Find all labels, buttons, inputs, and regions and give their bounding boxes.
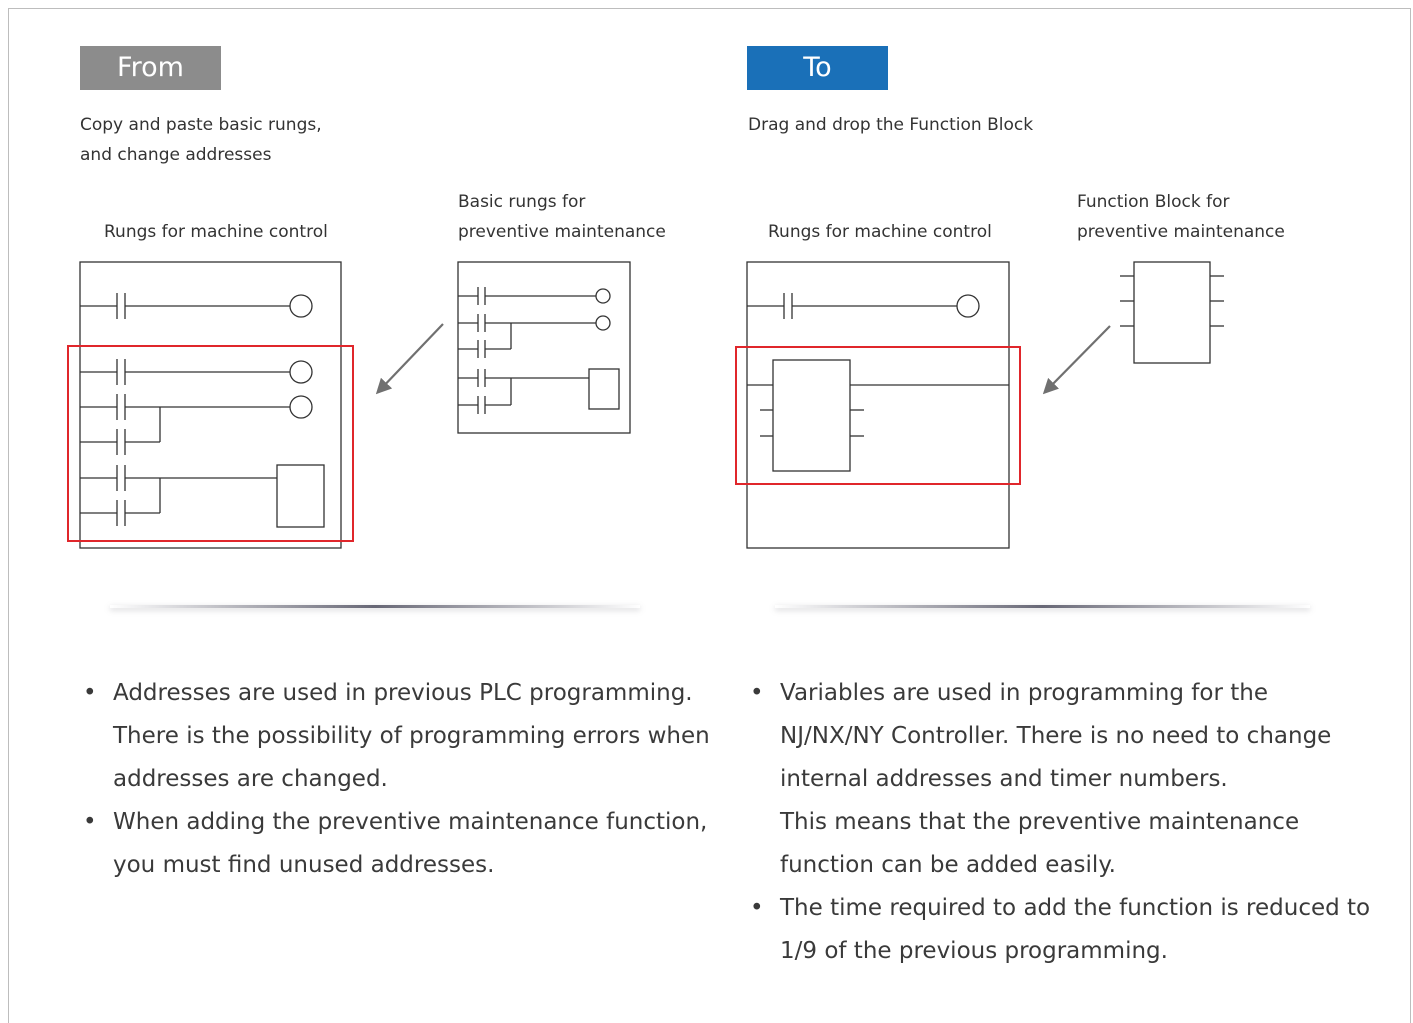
figure-frame xyxy=(8,8,1411,1023)
from-rung-3 xyxy=(80,394,313,455)
to-main-label: Rungs for machine control xyxy=(768,222,992,242)
from-side-label: Basic rungs for preventive maintenance xyxy=(458,187,666,247)
note-line: Variables are used in programming for th… xyxy=(780,680,1268,706)
note-line: 1/9 of the previous programming. xyxy=(780,938,1168,964)
to-rung-1 xyxy=(747,293,980,319)
note-line: internal addresses and timer numbers. xyxy=(780,766,1228,792)
to-drag-arrow xyxy=(1042,325,1111,395)
to-function-block xyxy=(747,359,1009,472)
from-basic-rungs-panel xyxy=(457,261,631,434)
from-separator xyxy=(110,605,640,608)
from-caption: Copy and paste basic rungs, and change a… xyxy=(80,110,322,170)
from-main-label: Rungs for machine control xyxy=(104,222,328,242)
note-line: you must find unused addresses. xyxy=(113,852,495,878)
from-main-panel xyxy=(67,261,354,549)
from-note-1: • Addresses are used in previous PLC pro… xyxy=(83,672,710,801)
from-highlight-box xyxy=(67,345,354,542)
to-function-block-icon xyxy=(1120,261,1224,364)
from-notes: • Addresses are used in previous PLC pro… xyxy=(83,672,710,887)
to-side-label: Function Block for preventive maintenanc… xyxy=(1077,187,1285,247)
bullet-icon: • xyxy=(83,809,97,835)
to-note-1: • Variables are used in programming for … xyxy=(750,672,1370,887)
from-rung-2 xyxy=(80,359,313,385)
note-line: There is the possibility of programming … xyxy=(113,723,710,749)
note-line: addresses are changed. xyxy=(113,766,388,792)
to-caption-line-1: Drag and drop the Function Block xyxy=(748,115,1034,135)
to-highlight-box xyxy=(735,346,1021,485)
to-side-label-line-2: preventive maintenance xyxy=(1077,222,1285,242)
from-rung-1 xyxy=(80,293,313,319)
to-separator xyxy=(775,605,1310,608)
note-line: When adding the preventive maintenance f… xyxy=(113,809,708,835)
note-line: function can be added easily. xyxy=(780,852,1116,878)
to-caption: Drag and drop the Function Block xyxy=(748,110,1033,140)
from-caption-line-2: and change addresses xyxy=(80,145,272,165)
bullet-icon: • xyxy=(83,680,97,706)
from-side-label-line-2: preventive maintenance xyxy=(458,222,666,242)
from-tag: From xyxy=(80,46,221,90)
bullet-icon: • xyxy=(750,680,764,706)
bullet-icon: • xyxy=(750,895,764,921)
from-side-label-line-1: Basic rungs for xyxy=(458,192,586,212)
note-line: This means that the preventive maintenan… xyxy=(780,809,1300,835)
to-side-label-line-1: Function Block for xyxy=(1077,192,1230,212)
note-line: Addresses are used in previous PLC progr… xyxy=(113,680,693,706)
to-main-panel xyxy=(735,261,1021,549)
from-copy-arrow xyxy=(375,323,444,395)
note-line: NJ/NX/NY Controller. There is no need to… xyxy=(780,723,1332,749)
to-note-2: • The time required to add the function … xyxy=(750,887,1370,973)
from-note-2: • When adding the preventive maintenance… xyxy=(83,801,710,887)
to-tag: To xyxy=(747,46,888,90)
from-rung-4 xyxy=(80,464,325,528)
to-notes: • Variables are used in programming for … xyxy=(750,672,1370,973)
note-line: The time required to add the function is… xyxy=(780,895,1371,921)
from-caption-line-1: Copy and paste basic rungs, xyxy=(80,115,322,135)
